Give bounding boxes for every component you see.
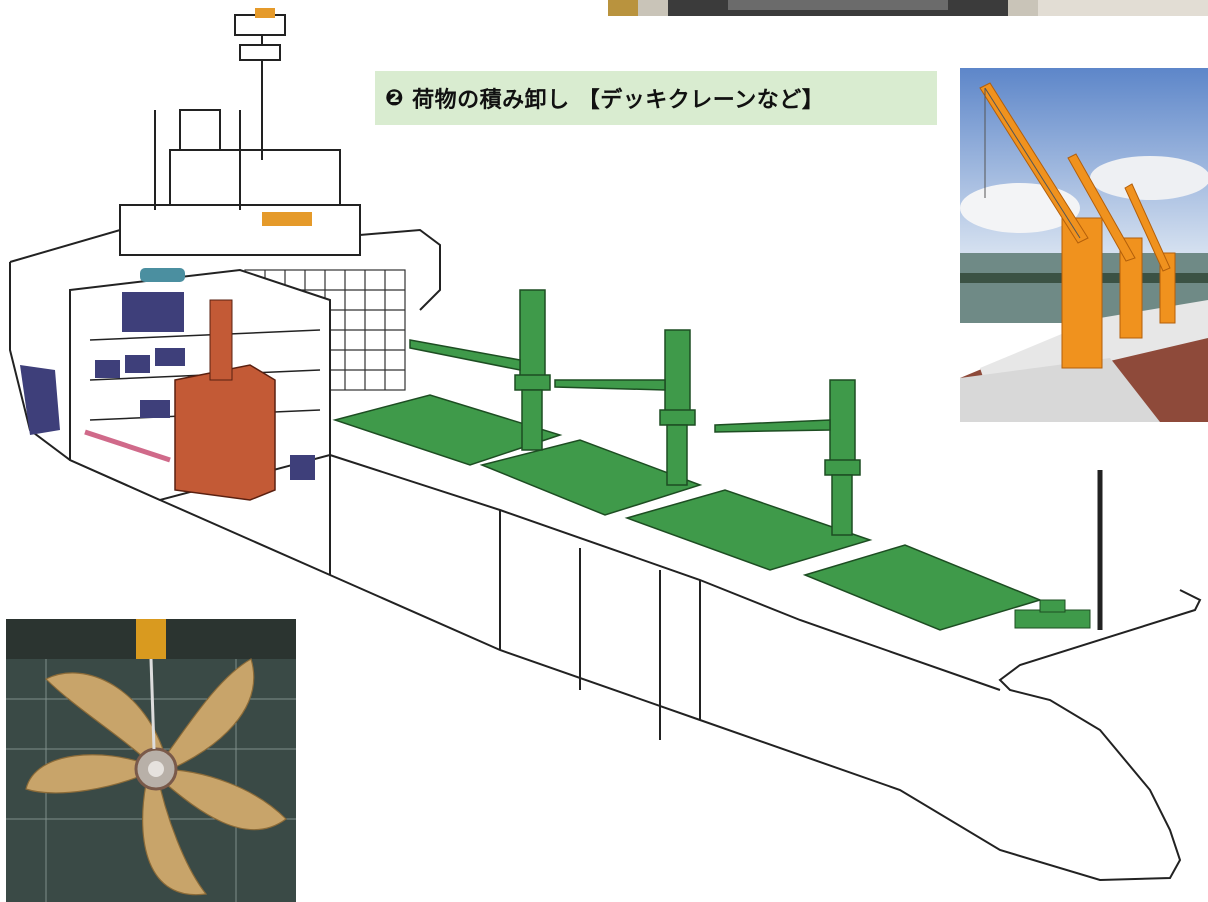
machinery-block-1	[122, 292, 184, 332]
superstructure	[119, 10, 361, 256]
exhaust-pipe	[209, 299, 233, 381]
machinery-block-5	[140, 400, 170, 418]
lifeboat	[140, 268, 185, 282]
machinery-block-6	[290, 455, 315, 480]
section-caption: ❷ 荷物の積み卸し 【デッキクレーンなど】	[375, 71, 937, 125]
deck-cranes	[409, 289, 861, 536]
cargo-hatches	[332, 394, 1043, 631]
machinery-block-3	[125, 355, 150, 373]
main-engine	[174, 364, 276, 501]
propeller-photo	[6, 619, 296, 902]
top-strip-photo	[608, 0, 1208, 16]
engine-room	[20, 268, 331, 502]
top-signal-light	[255, 8, 275, 18]
caption-text: 荷物の積み卸し 【デッキクレーンなど】	[412, 88, 825, 113]
rudder	[20, 365, 60, 435]
bridge-deck-marking	[262, 212, 312, 226]
machinery-block-2	[95, 360, 120, 378]
machinery-block-4	[155, 348, 185, 366]
deck-crane-photo	[960, 68, 1208, 422]
propeller-shaft	[84, 429, 171, 463]
windlass	[1014, 599, 1091, 629]
caption-marker: ❷	[385, 85, 405, 111]
